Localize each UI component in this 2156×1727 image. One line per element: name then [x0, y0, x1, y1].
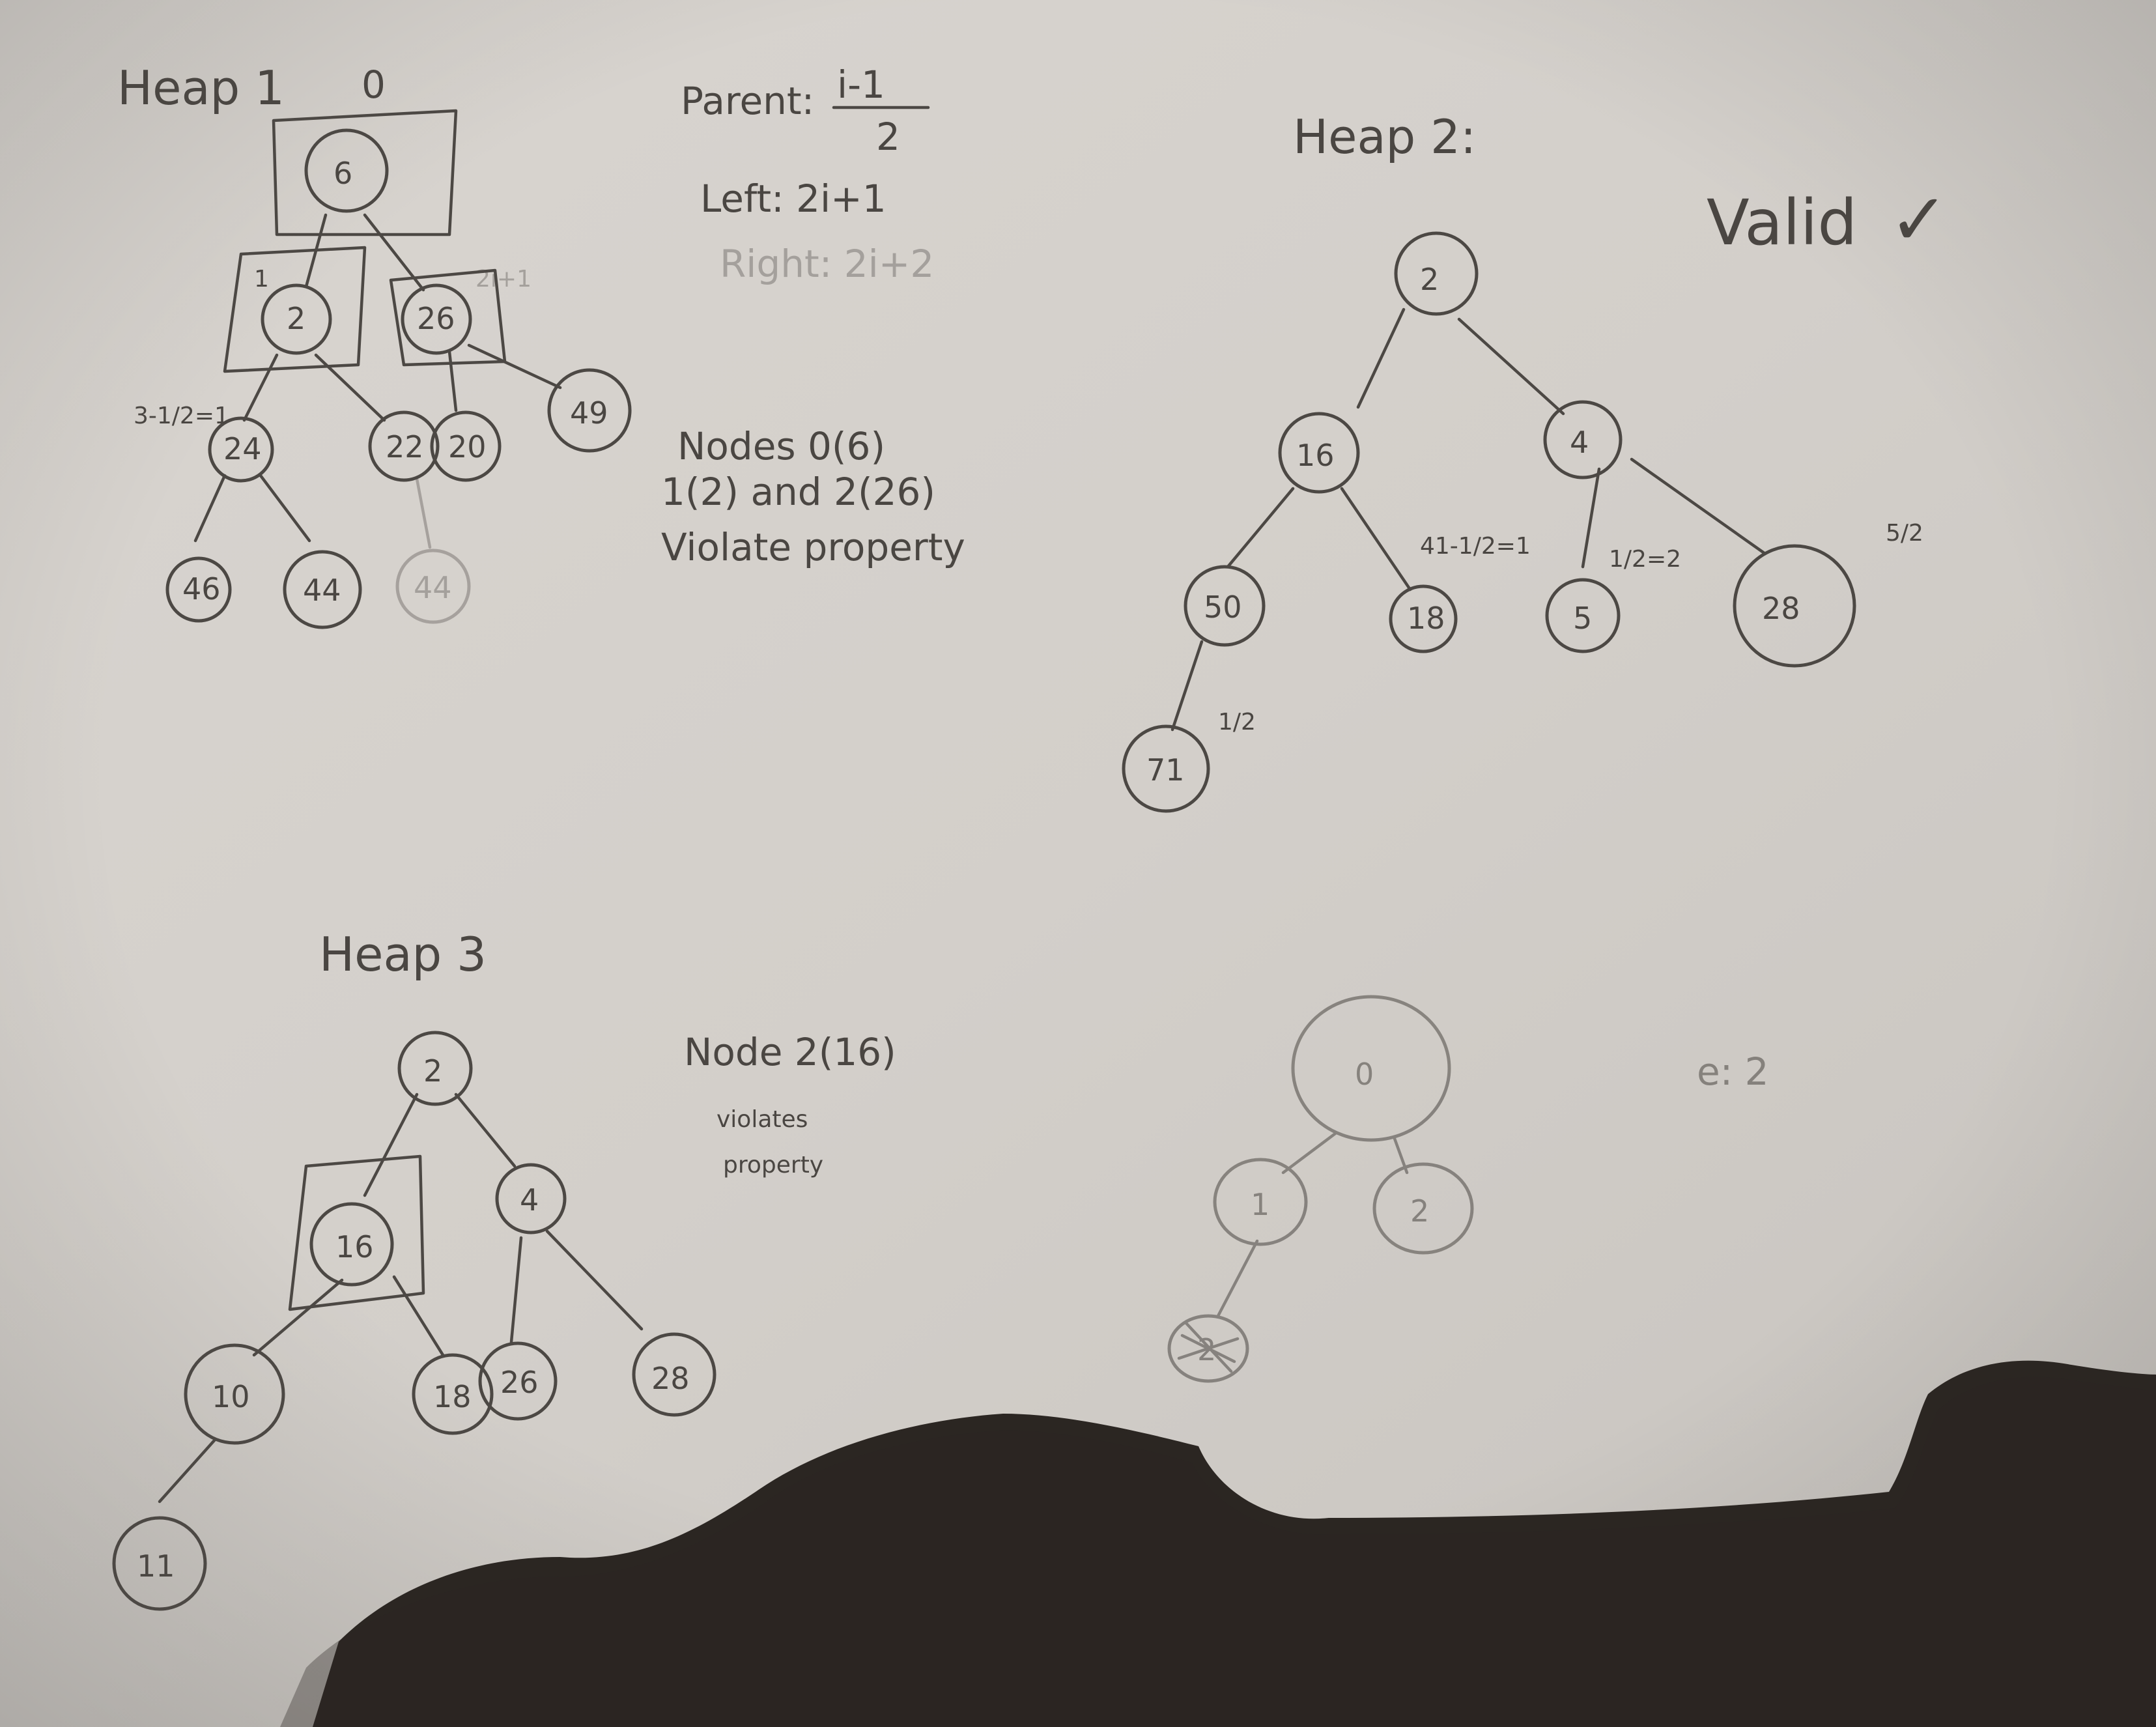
heap1-node-6: 49: [570, 395, 608, 431]
heap3-node-7: 11: [137, 1549, 175, 1584]
heap1-index-label: 0: [362, 63, 386, 107]
heap2-node-1: 16: [1296, 438, 1335, 473]
heap3-note-line1: Node 2(16): [684, 1030, 896, 1074]
heap3-group: Heap 3 2 16 4 10 18 26 28 11 Node 2(16) …: [112, 927, 896, 1611]
heap2-node-4: 18: [1407, 601, 1445, 636]
heap1-node-0: 6: [333, 156, 352, 191]
heap3-node-2: 4: [520, 1182, 539, 1218]
heap2-calc1: 41-1/2=1: [1420, 533, 1531, 560]
heap3-node-0: 2: [423, 1053, 442, 1089]
heap2-title: Heap 2:: [1293, 109, 1476, 164]
heap2-node-7: 71: [1146, 752, 1185, 788]
parent-label: Parent:: [681, 79, 814, 123]
heap1-node-2: 26: [417, 301, 455, 336]
heap1-group: Heap 1 0 6 2 26 24 22 20 49 46: [117, 61, 632, 629]
heap3-node-5: 26: [500, 1365, 539, 1400]
heap2-group: Heap 2: Valid ✓ 2 16 4 50 18 5 28 71 41-…: [1122, 109, 1949, 813]
left-formula: Left: 2i+1: [700, 177, 887, 221]
notes1-line2: 1(2) and 2(26): [661, 470, 935, 514]
notes1-line3: Violate property: [661, 525, 965, 569]
heap1-node-1: 2: [287, 301, 305, 336]
heap1-node-5: 20: [448, 429, 487, 464]
heap3-node-1: 16: [335, 1229, 374, 1264]
heap2-node-3: 50: [1204, 590, 1242, 625]
heap1-title: Heap 1: [117, 61, 285, 115]
notes1-group: Nodes 0(6) 1(2) and 2(26) Violate proper…: [661, 424, 965, 569]
heap2-node-0: 2: [1420, 262, 1439, 297]
notes1-line1: Nodes 0(6): [677, 424, 885, 468]
sketch-label: e: 2: [1697, 1049, 1769, 1094]
sketch-group: 0 1 2 2 e: 2: [1167, 995, 1769, 1383]
right-formula: Right: 2i+2: [720, 242, 934, 286]
heap1-annotation-left: 3-1/2=1: [134, 403, 229, 429]
heap2-node-5: 5: [1573, 601, 1592, 636]
heap2-node-6: 28: [1762, 591, 1800, 626]
heap1-node-9: 44: [414, 570, 452, 605]
heap1-node-3: 24: [223, 431, 262, 466]
heap3-title: Heap 3: [319, 927, 487, 982]
parent-denominator: 2: [876, 115, 900, 159]
sketch-node-2: 2: [1410, 1193, 1429, 1229]
heap3-node-4: 18: [433, 1379, 472, 1414]
heap2-frac-small: 1/2: [1218, 709, 1256, 735]
heap3-node-6: 28: [651, 1361, 690, 1396]
heap3-note-line3: property: [723, 1152, 823, 1178]
heap2-check: ✓: [1889, 178, 1949, 261]
heap3-note-line2: violates: [716, 1106, 808, 1133]
sketch-node-1: 1: [1251, 1187, 1269, 1222]
heap2-node-2: 4: [1570, 425, 1589, 460]
heap2-frac-right: 5/2: [1886, 520, 1923, 547]
heap1-node-7: 46: [182, 571, 221, 607]
heap3-node-3: 10: [212, 1379, 250, 1414]
heap1-node-8: 44: [303, 573, 341, 608]
heap2-verdict: Valid: [1707, 186, 1857, 259]
sketch-node-0: 0: [1355, 1057, 1374, 1092]
heap2-calc2: 1/2=2: [1609, 546, 1681, 573]
formulas-group: Parent: i-1 2 Left: 2i+1 Right: 2i+2: [681, 63, 934, 286]
heap1-marker: 1: [254, 266, 269, 293]
heap1-annotation-right: 2i+1: [475, 266, 532, 293]
parent-numerator: i-1: [837, 63, 885, 107]
heap1-node-4: 22: [386, 429, 424, 464]
hand-shadow: [313, 1360, 2156, 1727]
